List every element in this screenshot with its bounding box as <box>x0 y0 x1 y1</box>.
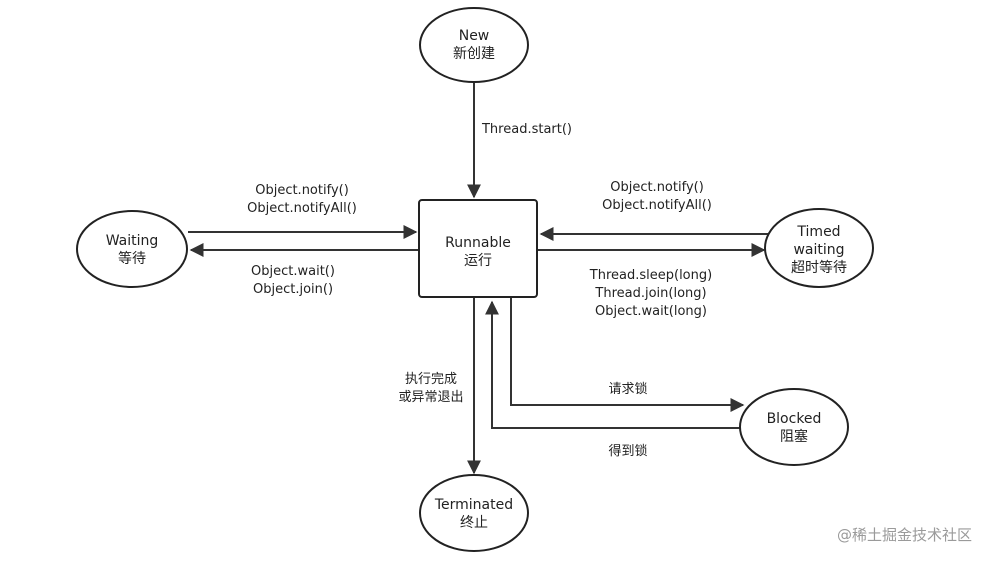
node-runnable: Runnable 运行 <box>418 199 538 298</box>
node-blocked-sublabel: 阻塞 <box>780 428 808 445</box>
edge-label-runnable-to-waiting-2: Object.join() <box>253 282 333 297</box>
edge-label-acquire-lock: 得到锁 <box>608 443 647 459</box>
node-timed-waiting-label-2: waiting <box>793 242 844 258</box>
node-terminated: Terminated 终止 <box>419 474 529 552</box>
edge-label-request-lock: 请求锁 <box>608 381 647 397</box>
node-waiting-sublabel: 等待 <box>118 250 146 267</box>
node-runnable-sublabel: 运行 <box>464 253 492 269</box>
node-waiting-label: Waiting <box>106 233 159 249</box>
node-runnable-label: Runnable <box>445 235 511 251</box>
node-timed-waiting-label: Timed <box>796 224 840 240</box>
edge-label-waiting-to-runnable-1: Object.notify() <box>255 183 349 198</box>
node-blocked: Blocked 阻塞 <box>739 388 849 466</box>
edge-blocked-to-runnable <box>485 300 742 429</box>
edge-runnable-to-blocked <box>510 298 745 412</box>
edge-label-timed-to-runnable-1: Object.notify() <box>610 180 704 195</box>
node-terminated-sublabel: 终止 <box>460 515 488 531</box>
node-new-sublabel: 新创建 <box>453 46 495 62</box>
edge-label-runnable-to-waiting-1: Object.wait() <box>251 264 335 279</box>
edge-label-terminate-1: 执行完成 <box>405 372 457 387</box>
edge-label-runnable-to-timed-1: Thread.sleep(long) <box>589 268 712 283</box>
node-new: New 新创建 <box>419 7 529 83</box>
node-timed-waiting-sublabel: 超时等待 <box>791 259 847 276</box>
node-blocked-label: Blocked <box>767 411 822 427</box>
watermark-text: @稀土掘金技术社区 <box>837 526 972 544</box>
node-timed-waiting: Timed waiting 超时等待 <box>764 208 874 288</box>
edge-label-thread-start: Thread.start() <box>481 122 572 137</box>
edge-label-runnable-to-timed-2: Thread.join(long) <box>594 286 706 301</box>
edge-label-timed-to-runnable-2: Object.notifyAll() <box>602 198 712 213</box>
edge-label-waiting-to-runnable-2: Object.notifyAll() <box>247 201 357 216</box>
edge-label-runnable-to-timed-3: Object.wait(long) <box>595 304 707 319</box>
node-waiting: Waiting 等待 <box>76 210 188 288</box>
edge-label-terminate-2: 或异常退出 <box>398 390 463 405</box>
node-new-label: New <box>459 28 490 44</box>
node-terminated-label: Terminated <box>434 497 513 513</box>
